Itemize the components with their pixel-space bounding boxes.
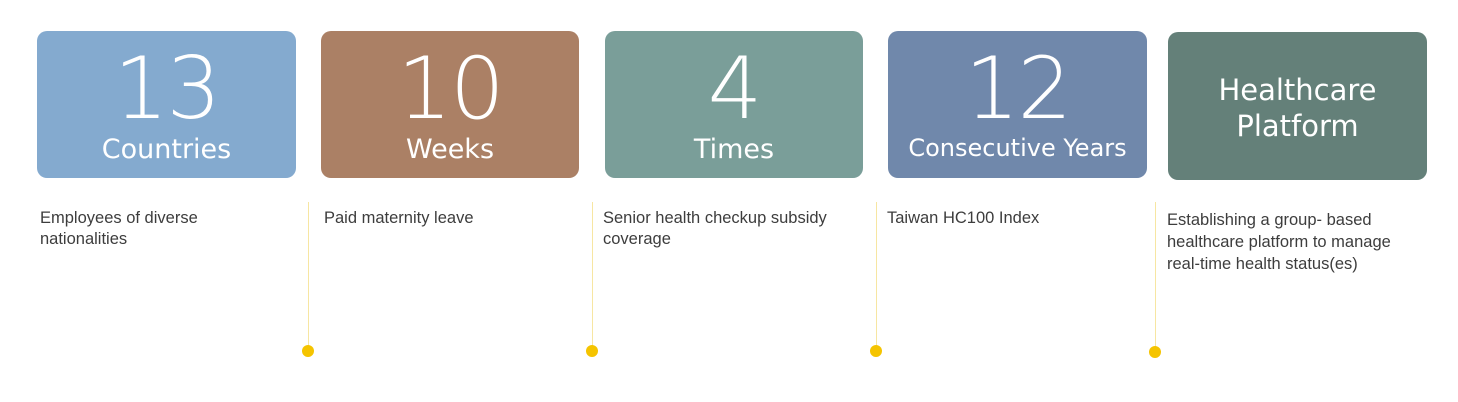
stat-unit: Weeks: [405, 134, 495, 165]
timeline-line-1: [308, 202, 309, 348]
timeline-line-3: [876, 202, 877, 348]
description-countries: Employees of diverse nationalities: [40, 209, 198, 248]
stat-number: 4: [707, 39, 763, 139]
timeline-dot-2: [586, 345, 598, 357]
timeline-dot-4: [1149, 346, 1161, 358]
stat-card-times: 4 Times: [605, 31, 863, 178]
card-title-line-2: Platform: [1236, 109, 1359, 143]
stat-unit: Consecutive Years: [908, 134, 1127, 162]
timeline-dot-3: [870, 345, 882, 357]
stat-number: 12: [964, 39, 1072, 139]
description-weeks: Paid maternity leave: [324, 209, 474, 227]
description-consecutive-years: Taiwan HC100 Index: [887, 209, 1040, 227]
timeline-line-4: [1155, 202, 1156, 348]
card-title: Healthcare Platform: [1168, 72, 1427, 144]
stat-card-countries: 13 Countries: [37, 31, 296, 178]
card-title-line-1: Healthcare: [1218, 73, 1377, 107]
stat-card-consecutive-years: 12 Consecutive Years: [888, 31, 1147, 178]
stat-unit: Countries: [101, 134, 232, 165]
description-healthcare-platform: Establishing a group- based healthcare p…: [1167, 211, 1391, 273]
stat-number: 10: [397, 39, 504, 139]
stat-number: 13: [113, 39, 221, 139]
timeline-line-2: [592, 202, 593, 348]
description-times: Senior health checkup subsidy coverage: [603, 209, 827, 248]
stat-unit: Times: [693, 134, 775, 165]
stat-card-weeks: 10 Weeks: [321, 31, 579, 178]
stat-card-healthcare-platform: Healthcare Platform: [1168, 32, 1427, 180]
timeline-dot-1: [302, 345, 314, 357]
